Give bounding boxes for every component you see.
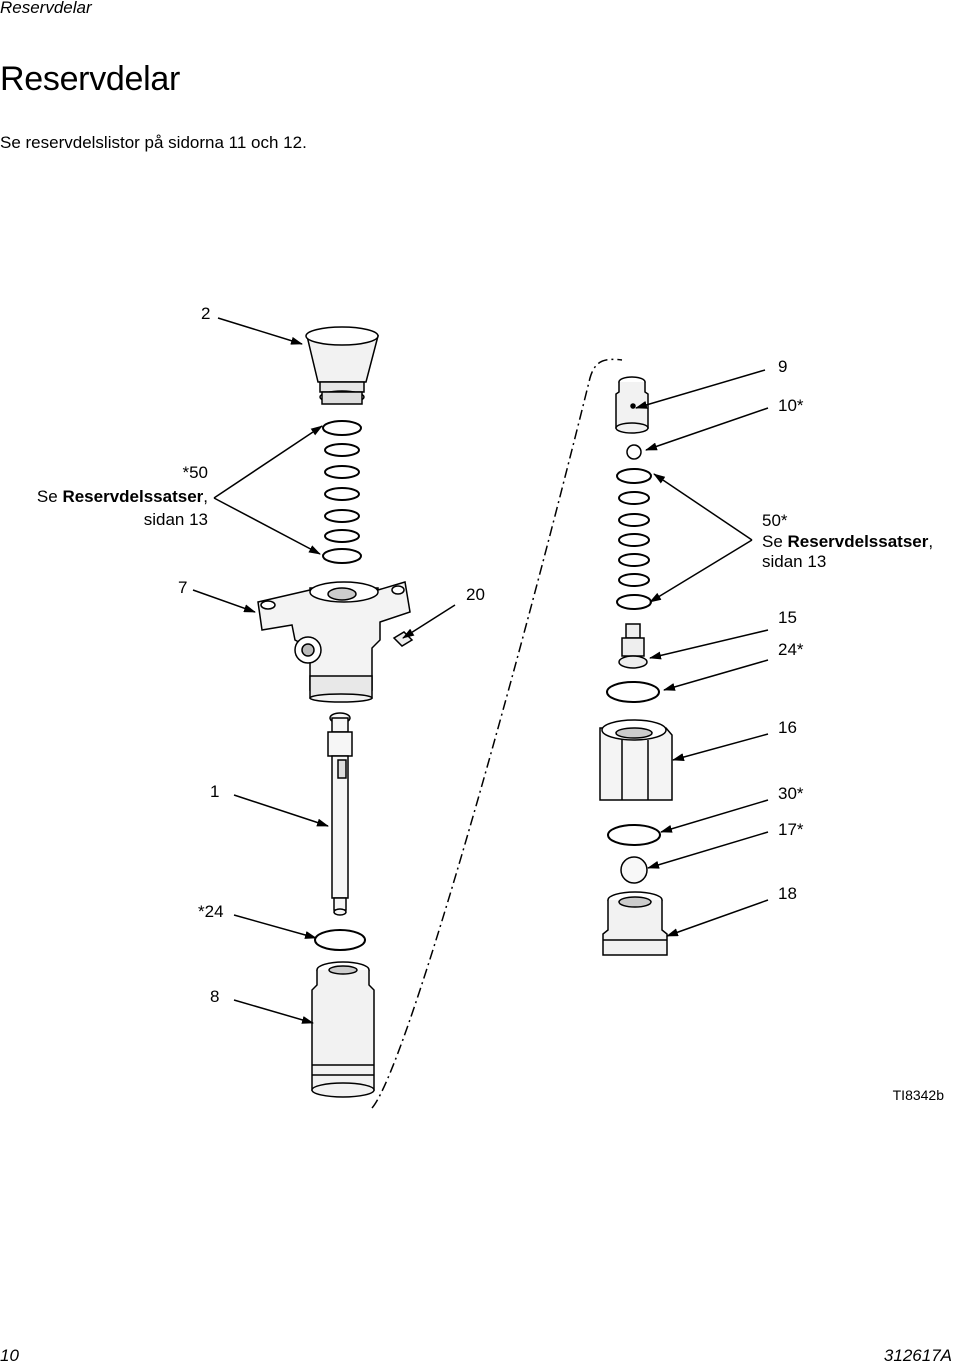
callout-50-right-reference: Se Reservdelssatser, xyxy=(762,532,934,551)
part-17-ball xyxy=(620,856,648,884)
leader-24-right xyxy=(663,659,769,691)
callout-1: 1 xyxy=(210,782,220,801)
callout-17: 17* xyxy=(778,820,804,839)
callout-50-right-number: 50* xyxy=(762,511,788,530)
part-8-sleeve xyxy=(311,961,375,1098)
intro-text: Se reservdelslistor på sidorna 11 och 12… xyxy=(0,133,307,152)
leader-50-left-bottom xyxy=(213,497,321,555)
callout-10: 10* xyxy=(778,396,804,415)
leader-18 xyxy=(666,899,769,937)
part-18-seat-housing xyxy=(602,891,668,956)
leader-8 xyxy=(233,999,314,1024)
callout-30: 30* xyxy=(778,784,804,803)
callout-24-left: *24 xyxy=(198,902,224,921)
callout-50-left-page: sidan 13 xyxy=(143,510,208,529)
leader-50-left-top xyxy=(213,425,323,499)
callout-20: 20 xyxy=(466,585,485,604)
part-9-fitting xyxy=(615,376,649,434)
leader-20 xyxy=(402,604,456,639)
leader-15 xyxy=(649,629,769,660)
leader-7 xyxy=(192,589,256,613)
leader-16 xyxy=(672,733,769,761)
figure-id: TI8342b xyxy=(892,1087,944,1103)
page-number: 10 xyxy=(0,1346,19,1365)
part-16-hex-nut xyxy=(599,719,673,801)
leader-24-left xyxy=(233,914,317,939)
part-2-cup xyxy=(305,326,379,405)
leader-2 xyxy=(217,317,303,345)
callout-18: 18 xyxy=(778,884,797,903)
part-50-ring-stack-left xyxy=(322,420,362,564)
callout-50-right-page: sidan 13 xyxy=(762,552,827,571)
leader-17 xyxy=(647,831,769,869)
assembly-path-line xyxy=(371,358,623,1109)
part-1-rod xyxy=(327,712,353,916)
part-24-oring-right xyxy=(606,681,660,703)
part-7-housing xyxy=(257,581,411,703)
callout-2: 2 xyxy=(201,304,211,323)
leader-1 xyxy=(233,794,329,827)
leader-9 xyxy=(635,369,766,409)
callout-50-left-reference: Se Reservdelssatser, xyxy=(36,487,208,506)
leader-50-right-bottom xyxy=(649,539,753,603)
part-24-oring-left xyxy=(314,929,366,951)
callout-7: 7 xyxy=(178,578,188,597)
part-15-valve xyxy=(618,623,648,669)
callout-24-right: 24* xyxy=(778,640,804,659)
leader-30 xyxy=(660,799,769,833)
callout-50-left-number: *50 xyxy=(182,463,208,482)
part-50-ring-stack-right xyxy=(616,468,652,610)
document-number: 312617A xyxy=(883,1346,952,1365)
part-30-oring xyxy=(607,824,661,846)
leader-50-right-top xyxy=(653,473,753,541)
running-header: Reservdelar xyxy=(0,0,92,17)
part-10-ball xyxy=(626,444,642,460)
leader-10 xyxy=(645,407,769,451)
callout-16: 16 xyxy=(778,718,797,737)
callout-8: 8 xyxy=(210,987,220,1006)
callout-9: 9 xyxy=(778,357,788,376)
callout-15: 15 xyxy=(778,608,797,627)
page-title: Reservdelar xyxy=(0,60,180,98)
